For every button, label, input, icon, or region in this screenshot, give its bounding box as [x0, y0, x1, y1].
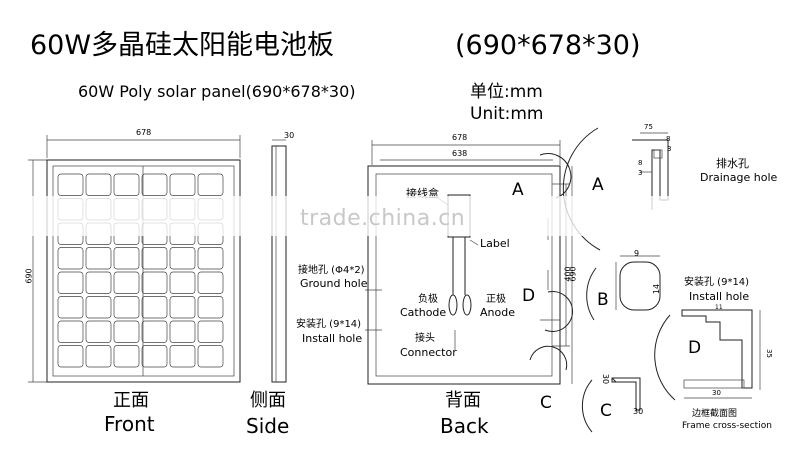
solar-cell [113, 271, 140, 294]
solar-cell [57, 320, 84, 343]
detail-d-dim-11: 11 [715, 304, 723, 311]
side-view [271, 139, 287, 383]
solar-cell [113, 320, 140, 343]
solar-cell [197, 247, 224, 270]
solar-cell [85, 247, 112, 270]
cathode-cn: 负极 [418, 294, 438, 305]
solar-cell [113, 247, 140, 270]
detail-install-en: Install hole [689, 290, 750, 303]
back-dim-inner: 638 [452, 149, 468, 158]
front-dim-width: 678 [136, 128, 152, 137]
solar-cell [169, 173, 196, 196]
solar-cell [113, 345, 140, 368]
solar-cell [85, 345, 112, 368]
solar-cell [85, 296, 112, 319]
detail-b-dim-14: 14 [652, 283, 662, 295]
solar-cell [113, 296, 140, 319]
drainage-en: Drainage hole [700, 171, 778, 184]
watermark-text: trade.china.cn [300, 206, 466, 231]
back-view [365, 140, 574, 385]
front-view [28, 135, 241, 383]
detail-b [586, 255, 661, 321]
connector-en: Connector [400, 346, 457, 359]
solar-cell [141, 345, 168, 368]
back-label-cn: 背面 [445, 390, 481, 411]
detail-d-dim-35: 35 [764, 349, 773, 358]
solar-cell [197, 320, 224, 343]
solar-cell [197, 173, 224, 196]
solar-cell [141, 320, 168, 343]
back-dim-outer: 678 [452, 133, 468, 142]
marker-a: A [512, 180, 524, 200]
detail-a-dim-8b: 8 [638, 159, 643, 167]
ground-hole-en: Ground hole [300, 277, 368, 290]
solar-cell [85, 320, 112, 343]
side-label-cn: 侧面 [250, 390, 286, 411]
subtitle: 60W Poly solar panel(690*678*30) [78, 82, 356, 101]
detail-d [654, 309, 761, 401]
title-dims: (690*678*30) [455, 30, 641, 61]
marker-d: D [522, 286, 536, 306]
connector-cn: 接头 [415, 333, 435, 344]
detail-a-letter: A [592, 175, 604, 195]
junction-box-label: 接线盒 [406, 187, 439, 200]
front-label-en: Front [104, 412, 155, 436]
back-label-en: Back [440, 414, 489, 438]
detail-b-letter: B [597, 290, 609, 310]
detail-b-dim-9: 9 [634, 249, 640, 258]
side-label-en: Side [246, 414, 290, 438]
solar-cell [57, 271, 84, 294]
detail-d-letter: D [688, 338, 702, 358]
solar-cell [141, 247, 168, 270]
frame-cn: 边框截面图 [692, 409, 738, 419]
detail-a-dim-75: 75 [644, 123, 653, 131]
drainage-cn: 排水孔 [716, 157, 749, 170]
solar-cell [197, 271, 224, 294]
solar-cell [169, 345, 196, 368]
detail-c-letter: C [600, 401, 612, 421]
solar-cell [197, 345, 224, 368]
detail-install-cn: 安装孔 (9*14) [684, 277, 750, 288]
detail-a-dim-8: 8 [666, 135, 671, 143]
detail-a-dim-3: 3 [667, 145, 672, 153]
solar-cell [57, 173, 84, 196]
side-dim-thickness: 30 [284, 131, 295, 140]
solar-cell [197, 296, 224, 319]
front-label-cn: 正面 [113, 390, 149, 411]
detail-c-dim-30a: 30 [601, 373, 611, 385]
solar-cell [141, 271, 168, 294]
solar-cell [85, 271, 112, 294]
title-cn: 60W多晶硅太阳能电池板 [30, 30, 335, 61]
solar-cell [169, 320, 196, 343]
detail-c [581, 377, 641, 433]
install-hole-cn: 安装孔 (9*14) [296, 319, 362, 330]
solar-cell [85, 173, 112, 196]
solar-cell [169, 271, 196, 294]
marker-c: C [540, 393, 552, 413]
solar-cell [169, 296, 196, 319]
frame-en: Frame cross-section [682, 421, 772, 431]
unit-cn: 单位:mm [470, 82, 543, 102]
solar-cell [141, 173, 168, 196]
cathode-en: Cathode [400, 306, 447, 319]
solar-cell [169, 247, 196, 270]
anode-en: Anode [480, 306, 515, 319]
solar-cell [57, 247, 84, 270]
solar-cell [57, 296, 84, 319]
detail-d-dim-30: 30 [712, 389, 721, 397]
front-dim-height: 690 [24, 268, 34, 284]
label-tag: Label [480, 237, 510, 250]
solar-cell [57, 345, 84, 368]
detail-c-dim-30b: 30 [633, 407, 644, 416]
detail-a-dim-3b: 3 [638, 169, 643, 177]
back-dim-height-outer: 690 [568, 266, 578, 282]
watermark-band [0, 196, 800, 236]
solar-cell [141, 296, 168, 319]
solar-cell [113, 173, 140, 196]
unit-en: Unit:mm [470, 104, 544, 124]
anode-cn: 正极 [486, 294, 506, 305]
install-hole-en: Install hole [302, 332, 363, 345]
ground-hole-cn: 接地孔 (Φ4*2) [298, 265, 365, 276]
